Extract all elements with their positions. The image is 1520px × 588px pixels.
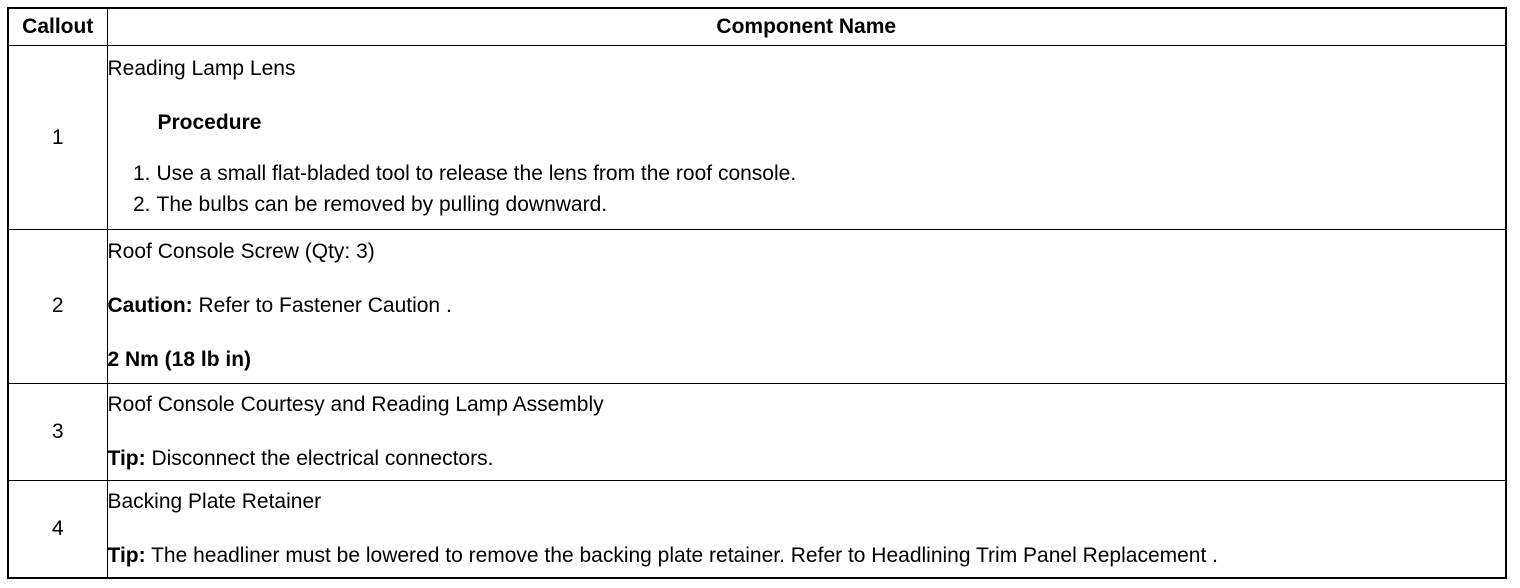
tip-label: Tip: [107, 446, 146, 470]
callout-table-container: Callout Component Name 1 Reading Lamp Le… [7, 7, 1507, 579]
caution-text: Refer to Fastener Caution . [192, 294, 452, 318]
step-number: 2. [132, 192, 151, 216]
table-row: 4 Backing Plate Retainer Tip: The headli… [9, 480, 1506, 577]
component-name: Roof Console Screw (Qty: 3) [107, 240, 375, 264]
list-item: 2. The bulbs can be removed by pulling d… [108, 189, 1506, 220]
step-number: 1. [132, 161, 151, 185]
table-row: 1 Reading Lamp Lens Procedure 1. Use a s… [9, 45, 1506, 230]
tip-label: Tip: [107, 544, 146, 568]
callout-table: Callout Component Name 1 Reading Lamp Le… [9, 9, 1505, 577]
component-name: Reading Lamp Lens [107, 56, 296, 80]
caution-label: Caution: [107, 294, 193, 318]
component-cell: Roof Console Courtesy and Reading Lamp A… [106, 382, 1506, 482]
tip-text: Disconnect the electrical connectors. [145, 446, 494, 470]
component-cell: Roof Console Screw (Qty: 3) Caution: Ref… [106, 228, 1506, 384]
callout-number: 4 [9, 480, 108, 577]
procedure-heading: Procedure [157, 110, 262, 134]
callout-number: 1 [9, 45, 108, 230]
torque-value: 2 Nm (18 lb in) [107, 348, 252, 372]
table-header-row: Callout Component Name [9, 9, 1505, 47]
torque-spec: 2 Nm (18 lb in) [108, 347, 1506, 373]
component-name: Roof Console Courtesy and Reading Lamp A… [107, 392, 604, 416]
table-row: 3 Roof Console Courtesy and Reading Lamp… [9, 382, 1506, 482]
tip-note: Tip: Disconnect the electrical connector… [108, 446, 1506, 472]
callout-number: 2 [9, 228, 108, 384]
callout-number: 3 [9, 382, 108, 482]
component-cell: Reading Lamp Lens Procedure 1. Use a sma… [106, 45, 1506, 230]
list-item: 1. Use a small flat-bladed tool to relea… [108, 158, 1506, 189]
tip-note: Tip: The headliner must be lowered to re… [108, 543, 1506, 569]
header-callout: Callout [9, 9, 108, 47]
procedure-steps: 1. Use a small flat-bladed tool to relea… [108, 158, 1506, 220]
table-row: 2 Roof Console Screw (Qty: 3) Caution: R… [9, 228, 1506, 384]
caution-note: Caution: Refer to Fastener Caution . [108, 293, 1506, 319]
step-text: Use a small flat-bladed tool to release … [156, 161, 797, 185]
component-cell: Backing Plate Retainer Tip: The headline… [106, 480, 1506, 577]
header-component-name: Component Name [106, 9, 1505, 47]
tip-text: The headliner must be lowered to remove … [145, 544, 1218, 568]
component-name: Backing Plate Retainer [107, 490, 322, 514]
step-text: The bulbs can be removed by pulling down… [156, 192, 608, 216]
